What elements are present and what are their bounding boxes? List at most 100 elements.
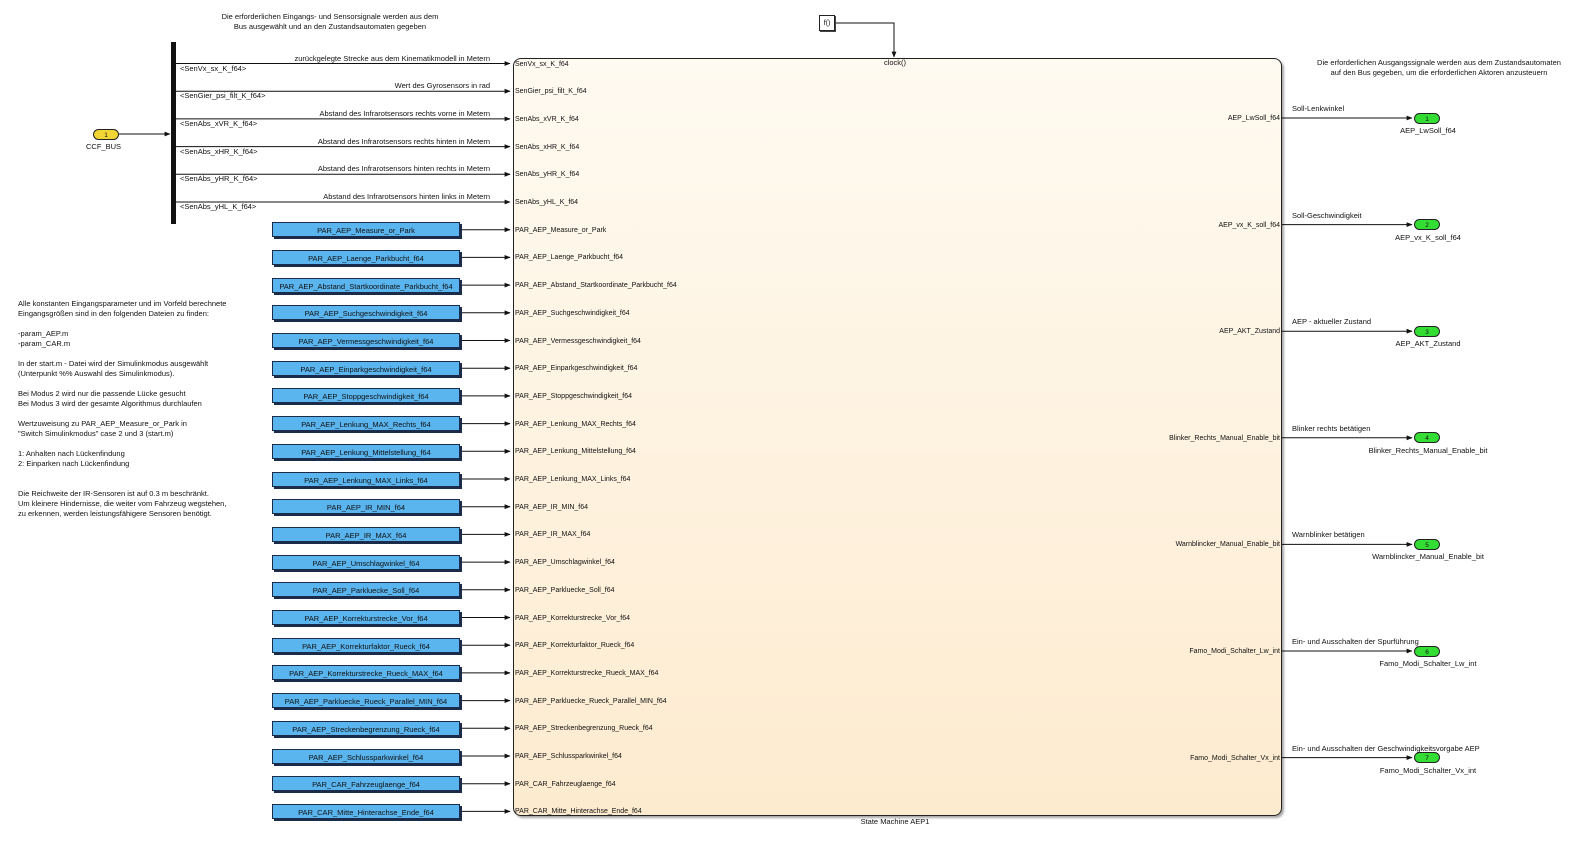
output-comment: Blinker rechts betätigen [1292,423,1371,433]
block-input-port: PAR_AEP_Einparkgeschwindigkeit_f64 [515,365,638,373]
parameter-constant-block[interactable]: PAR_AEP_Stoppgeschwindigkeit_f64 [272,388,460,404]
bus-selector[interactable] [171,42,176,224]
block-input-port: PAR_AEP_Korrekturstrecke_Vor_f64 [515,614,631,622]
parameter-constant-block[interactable]: PAR_AEP_IR_MAX_f64 [272,526,460,542]
outport-label: Blinker_Rechts_Manual_Enable_bit [1368,445,1488,455]
parameter-constant-block[interactable]: PAR_AEP_Vermessgeschwindigkeit_f64 [272,333,460,348]
parameter-constant-block[interactable]: PAR_AEP_Korrekturfaktor_Rueck_f64 [272,637,460,653]
block-input-port: PAR_AEP_Lenkung_MAX_Rechts_f64 [515,420,636,428]
block-output-port: Famo_Modi_Schalter_Vx_int [1190,754,1280,762]
block-output-port: Blinker_Rechts_Manual_Enable_bit [1169,434,1280,442]
block-input-port: PAR_AEP_Umschlagwinkel_f64 [515,559,615,567]
signal-comment: Abstand des Infrarotsensors rechts vorne… [319,108,490,118]
outport-label: AEP_AKT_Zustand [1395,339,1461,349]
output-comment: Ein- und Ausschalten der Spurführung [1292,637,1419,646]
block-input-port: PAR_AEP_IR_MAX_f64 [515,531,591,539]
parameter-constant-block[interactable]: PAR_AEP_Lenkung_Mittelstellung_f64 [272,443,460,459]
clock-port-label: clock() [883,58,907,67]
block-input-port: PAR_AEP_Korrekturstrecke_Rueck_MAX_f64 [515,669,659,677]
state-machine-block[interactable] [513,58,1282,816]
outport-label: AEP_vx_K_soll_f64 [1395,232,1461,242]
bus-selector-signal: <SenAbs_xHR_K_f64> [180,146,258,156]
outport-1[interactable]: 1 [1414,112,1440,124]
block-input-port: PAR_AEP_Parkluecke_Rueck_Parallel_MIN_f6… [515,697,667,705]
output-note: Die erforderlichen Ausgangssignale werde… [1317,58,1561,77]
signal-comment: Wert des Gyrosensors in rad [394,81,490,91]
block-output-port: AEP_vx_K_soll_f64 [1218,221,1280,229]
parameter-constant-block[interactable]: PAR_AEP_Lenkung_MAX_Rechts_f64 [272,416,460,432]
block-output-port: AEP_AKT_Zustand [1219,328,1280,336]
output-comment: AEP - aktueller Zustand [1292,317,1372,327]
outport-label: Famo_Modi_Schalter_Vx_int [1379,765,1477,775]
parameter-constant-block[interactable]: PAR_AEP_Suchgeschwindigkeit_f64 [272,305,460,321]
parameter-constant-block[interactable]: PAR_AEP_Umschlagwinkel_f64 [272,554,460,570]
outport-label: AEP_LwSoll_f64 [1400,126,1456,135]
parameter-constant-block[interactable]: PAR_AEP_Laenge_Parkbucht_f64 [272,249,460,265]
block-input-port: PAR_AEP_Measure_or_Park [515,226,607,234]
bus-selector-signal: <SenAbs_xVR_K_f64> [180,118,258,128]
parameter-constant-block[interactable]: PAR_AEP_Abstand_Startkoordinate_Parkbuch… [272,277,460,293]
block-input-port: SenGier_psi_filt_K_f64 [515,88,587,96]
block-input-port: PAR_CAR_Mitte_Hinterachse_Ende_f64 [515,808,642,816]
parameter-constant-block[interactable]: PAR_AEP_Korrekturstrecke_Vor_f64 [272,610,460,625]
outport-4[interactable]: 4 [1414,432,1440,444]
block-input-port: PAR_AEP_Laenge_Parkbucht_f64 [515,254,624,262]
block-input-port: PAR_AEP_IR_MIN_f64 [515,503,589,511]
block-input-port: PAR_AEP_Abstand_Startkoordinate_Parkbuch… [515,282,677,290]
signal-line [835,22,897,58]
outport-label: Famo_Modi_Schalter_Lw_int [1379,659,1477,668]
bus-selector-signal: <SenGier_psi_filt_K_f64> [180,91,266,101]
block-output-port: AEP_LwSoll_f64 [1227,115,1280,122]
block-input-port: PAR_AEP_Korrekturfaktor_Rueck_f64 [515,642,635,650]
bus-selector-signal: <SenAbs_yHL_K_f64> [180,202,257,211]
block-input-port: PAR_AEP_Vermessgeschwindigkeit_f64 [515,337,641,345]
block-input-port: PAR_AEP_Schlussparkwinkel_f64 [515,753,622,760]
signal-comment: Abstand des Infrarotsensors hinten recht… [317,164,490,174]
signal-comment: zurückgelegte Strecke aus dem Kinematikm… [294,53,490,63]
parameter-constant-block[interactable]: PAR_CAR_Mitte_Hinterachse_Ende_f64 [272,803,460,819]
block-output-port: Warnblincker_Manual_Enable_bit [1175,541,1280,549]
outport-2[interactable]: 2 [1414,219,1440,231]
outport-6[interactable]: 6 [1414,645,1440,657]
block-input-port: SenAbs_yHL_K_f64 [515,199,579,206]
parameter-constant-block[interactable]: PAR_AEP_Streckenbegrenzung_Rueck_f64 [272,720,460,736]
function-call-block[interactable]: f() [819,15,835,31]
parameter-constant-block[interactable]: PAR_AEP_Parkluecke_Soll_f64 [272,582,460,598]
signal-comment: Abstand des Infrarotsensors rechts hinte… [317,136,490,146]
signal-comment: Abstand des Infrarotsensors hinten links… [323,192,490,201]
block-input-port: SenVx_sx_K_f64 [515,60,569,68]
block-input-port: SenAbs_yHR_K_f64 [515,171,580,179]
parameter-constant-block[interactable]: PAR_AEP_Schlussparkwinkel_f64 [272,748,460,764]
block-output-port: Famo_Modi_Schalter_Lw_int [1189,648,1280,655]
parameter-constant-block[interactable]: PAR_CAR_Fahrzeuglaenge_f64 [272,776,460,792]
inport-ccf-bus[interactable]: 1 [93,129,119,140]
parameter-constant-block[interactable]: PAR_AEP_IR_MIN_f64 [272,499,460,515]
inport-label: CCF_BUS [86,142,122,151]
block-input-port: PAR_AEP_Parkluecke_Soll_f64 [515,586,615,594]
parameter-constant-block[interactable]: PAR_AEP_Einparkgeschwindigkeit_f64 [272,360,460,376]
outport-label: Warnblincker_Manual_Enable_bit [1372,552,1484,562]
block-input-port: PAR_CAR_Fahrzeuglaenge_f64 [515,780,616,788]
block-input-port: PAR_AEP_Suchgeschwindigkeit_f64 [515,309,630,317]
top-note: Die erforderlichen Eingangs- und Sensors… [221,12,439,31]
block-input-port: SenAbs_xHR_K_f64 [515,143,580,151]
output-comment: Soll-Lenkwinkel [1292,104,1345,113]
parameter-constant-block[interactable]: PAR_AEP_Parkluecke_Rueck_Parallel_MIN_f6… [272,693,460,709]
block-input-port: PAR_AEP_Lenkung_MAX_Links_f64 [515,476,631,483]
parameter-constant-block[interactable]: PAR_AEP_Measure_or_Park [272,222,460,238]
left-note: Alle konstanten Eingangsparameter und im… [18,299,227,518]
output-comment: Warnblinker betätigen [1292,530,1365,540]
outport-5[interactable]: 5 [1414,538,1440,550]
bus-selector-signal: <SenAbs_yHR_K_f64> [180,174,258,184]
outport-7[interactable]: 7 [1414,752,1440,764]
block-input-port: PAR_AEP_Lenkung_Mittelstellung_f64 [515,448,636,456]
output-comment: Soll-Geschwindigkeit [1292,210,1362,220]
block-input-port: PAR_AEP_Stoppgeschwindigkeit_f64 [515,392,633,400]
block-input-port: PAR_AEP_Streckenbegrenzung_Rueck_f64 [515,725,653,733]
outport-3[interactable]: 3 [1414,325,1440,337]
block-input-port: SenAbs_xVR_K_f64 [515,115,579,123]
parameter-constant-block[interactable]: PAR_AEP_Lenkung_MAX_Links_f64 [272,471,460,487]
output-comment: Ein- und Ausschalten der Geschwindigkeit… [1292,743,1480,753]
parameter-constant-block[interactable]: PAR_AEP_Korrekturstrecke_Rueck_MAX_f64 [272,665,460,681]
